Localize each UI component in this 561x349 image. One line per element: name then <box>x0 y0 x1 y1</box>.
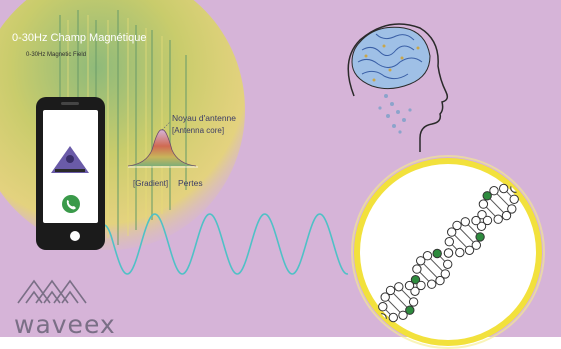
dna-nucleotide <box>479 200 487 208</box>
dna-nucleotide <box>436 276 444 284</box>
dna-nucleotide <box>448 228 456 236</box>
dna-nucleotide <box>399 311 407 319</box>
phone-icon <box>36 97 105 250</box>
dna-nucleotide <box>413 265 421 273</box>
dna-nucleotide <box>461 218 469 226</box>
dna-nucleotide <box>389 313 397 321</box>
dna-nucleotide <box>472 216 480 224</box>
dna-nucleotide <box>428 280 436 288</box>
dna-nucleotide <box>502 211 510 219</box>
dna-nucleotide <box>494 215 502 223</box>
losses-label: Pertes <box>178 178 203 188</box>
home-button <box>70 231 80 241</box>
dna-nucleotide <box>381 293 389 301</box>
dna-nucleotide <box>409 298 417 306</box>
antenna-label-en: [Antenna core] <box>172 126 224 135</box>
antenna-label-fr: Noyau d'antenne <box>172 113 236 123</box>
brand-name: waveex <box>14 310 116 339</box>
field-title: 0-30Hz Champ Magnétique <box>12 32 147 44</box>
dna-nucleotide <box>476 233 484 241</box>
dna-nucleotide <box>433 249 441 257</box>
dna-nucleotide <box>465 246 473 254</box>
dna-nucleotide <box>405 281 413 289</box>
dna-nucleotide <box>444 249 452 257</box>
dna-nucleotide <box>456 248 464 256</box>
dna-nucleotide <box>379 303 387 311</box>
dna-nucleotide <box>444 260 452 268</box>
dna-nucleotide <box>483 192 491 200</box>
dna-nucleotide <box>510 195 518 203</box>
dna-nucleotide <box>417 257 425 265</box>
dna-nucleotide <box>500 184 508 192</box>
dna-nucleotide <box>445 238 453 246</box>
gradient-label: [Gradient] <box>133 179 168 188</box>
dna-nucleotide <box>395 283 403 291</box>
call-icon <box>62 195 80 213</box>
field-subtitle: 0-30Hz Magnetic Field <box>26 52 86 58</box>
